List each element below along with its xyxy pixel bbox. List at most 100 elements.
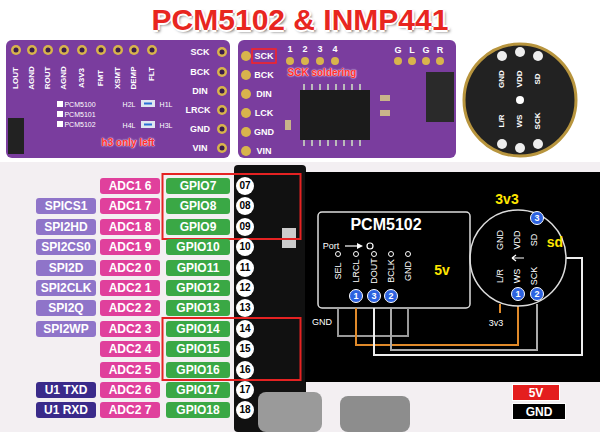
gpio-tag: GPIO7 xyxy=(166,178,230,194)
spi-function-tag: SPI2D xyxy=(36,260,96,276)
pin-label: AGND xyxy=(28,66,36,90)
pin-label: SD xyxy=(530,234,539,247)
pin-label: GND xyxy=(254,128,274,137)
node-text: GPIO13 xyxy=(176,302,219,314)
pin-label: BCLK xyxy=(387,259,396,283)
part-name: PCM5102 xyxy=(350,217,421,233)
node-text: ADC2 4 xyxy=(109,343,152,355)
pin-number-circle: 17 xyxy=(236,381,254,399)
node-text: GPIO9 xyxy=(180,221,217,233)
node-text: 07 xyxy=(239,181,250,191)
power-label: sd xyxy=(547,235,563,249)
pin-label: LRCL xyxy=(352,259,361,282)
node-text: 2 xyxy=(388,292,393,301)
node-text: 11 xyxy=(240,263,251,273)
node-text: 14 xyxy=(239,324,250,334)
ground-tag: GND xyxy=(512,403,566,420)
pin-label: GND xyxy=(404,261,413,281)
node-text: ADC2 3 xyxy=(109,323,152,335)
node-text: 18 xyxy=(239,405,250,415)
pin-number-circle: 07 xyxy=(236,177,254,195)
pin-number: L xyxy=(409,46,415,55)
node-text: GND xyxy=(526,406,553,418)
pin-label: XSMT xyxy=(114,67,122,89)
spi-function-tag: SPI2WP xyxy=(36,321,96,337)
pin-label: VIN xyxy=(192,144,207,153)
pin-label: BCK xyxy=(190,68,210,77)
node-text: GPIO16 xyxy=(176,364,219,376)
gpio-tag: GPIO14 xyxy=(166,321,230,337)
node-text: GPIO15 xyxy=(176,343,219,355)
adc-channel-tag: ADC1 9 xyxy=(100,239,160,255)
node-text: ADC2 5 xyxy=(109,364,152,376)
callout-number: 1 xyxy=(349,289,363,303)
pin-label: A3V3 xyxy=(78,68,86,88)
pin-label: SCK xyxy=(534,113,542,130)
node-text: ADC2 7 xyxy=(109,404,152,416)
spi-function-tag: SPICS1 xyxy=(36,198,96,214)
pin-label: SCK xyxy=(254,52,273,61)
node-text: 15 xyxy=(239,344,250,354)
power-label: 5v xyxy=(434,263,450,277)
uart-function-tag: U1 TXD xyxy=(36,382,96,398)
node-text: 10 xyxy=(239,242,250,252)
node-text: 09 xyxy=(239,222,250,232)
node-text: GPIO8 xyxy=(180,200,217,212)
pin-label: WS xyxy=(516,115,524,128)
pin-number: G xyxy=(394,46,401,55)
pin-number: 1 xyxy=(287,45,292,54)
pin-number: 2 xyxy=(302,45,307,54)
node-text: GPIO7 xyxy=(180,180,217,192)
pin-label: LCK xyxy=(255,109,274,118)
page-title: PCM5102 & INMP441 xyxy=(152,3,449,37)
adc-channel-tag: ADC2 3 xyxy=(100,321,160,337)
node-text: GPIO17 xyxy=(176,384,219,396)
pin-label: VDD xyxy=(513,230,522,249)
uart-function-tag: U1 RXD xyxy=(36,402,96,418)
pin-label: FLT xyxy=(148,67,156,81)
node-text: ADC1 6 xyxy=(109,180,152,192)
pin-label: ROUT xyxy=(44,67,52,90)
callout-number: 3 xyxy=(367,289,381,303)
pin-label: VIN xyxy=(256,147,271,156)
pin-label: GND xyxy=(312,318,332,327)
spi-function-tag: SPI2Q xyxy=(36,300,96,316)
pin-label: DIN xyxy=(192,87,208,96)
pin-number: 3 xyxy=(317,45,322,54)
gpio-tag: GPIO9 xyxy=(166,219,230,235)
note-text: h3 only left xyxy=(102,138,155,148)
node-text: 16 xyxy=(239,365,250,375)
node-text: ADC1 7 xyxy=(109,200,152,212)
adc-channel-tag: ADC2 1 xyxy=(100,280,160,296)
pin-number-circle: 16 xyxy=(236,361,254,379)
pin-label: Port xyxy=(323,242,340,251)
node-text: ADC2 2 xyxy=(109,302,152,314)
spi-function-tag: SPI2CLK xyxy=(36,280,96,296)
gpio-tag: GPIO16 xyxy=(166,362,230,378)
gpio-tag: GPIO8 xyxy=(166,198,230,214)
board-marking: H1L xyxy=(160,101,173,108)
adc-channel-tag: ADC2 6 xyxy=(100,382,160,398)
pin-label: GND xyxy=(496,230,505,250)
adc-channel-tag: ADC2 0 xyxy=(100,260,160,276)
node-text: GPIO11 xyxy=(177,262,220,274)
node-text: U1 RXD xyxy=(44,404,88,416)
node-text: 13 xyxy=(239,303,250,313)
board-marking: H4L xyxy=(123,122,136,129)
pin-number-circle: 12 xyxy=(236,279,254,297)
node-text: GPIO12 xyxy=(176,282,219,294)
callout-number: 2 xyxy=(530,287,544,301)
gpio-tag: GPIO13 xyxy=(166,300,230,316)
node-text: 5V xyxy=(529,387,544,399)
power-label: 3v3 xyxy=(495,192,518,206)
node-text: 1 xyxy=(515,290,520,299)
pin-label: VDD xyxy=(516,71,524,88)
pin-label: BCK xyxy=(254,71,274,80)
pin-label: SD xyxy=(534,73,542,84)
node-text: U1 TXD xyxy=(45,384,88,396)
callout-number: 1 xyxy=(511,287,525,301)
adc-channel-tag: ADC2 4 xyxy=(100,341,160,357)
board-marking: PCM5102 xyxy=(64,121,95,128)
spi-function-tag: SPI2HD xyxy=(36,219,96,235)
pin-label: LRCK xyxy=(186,106,211,115)
